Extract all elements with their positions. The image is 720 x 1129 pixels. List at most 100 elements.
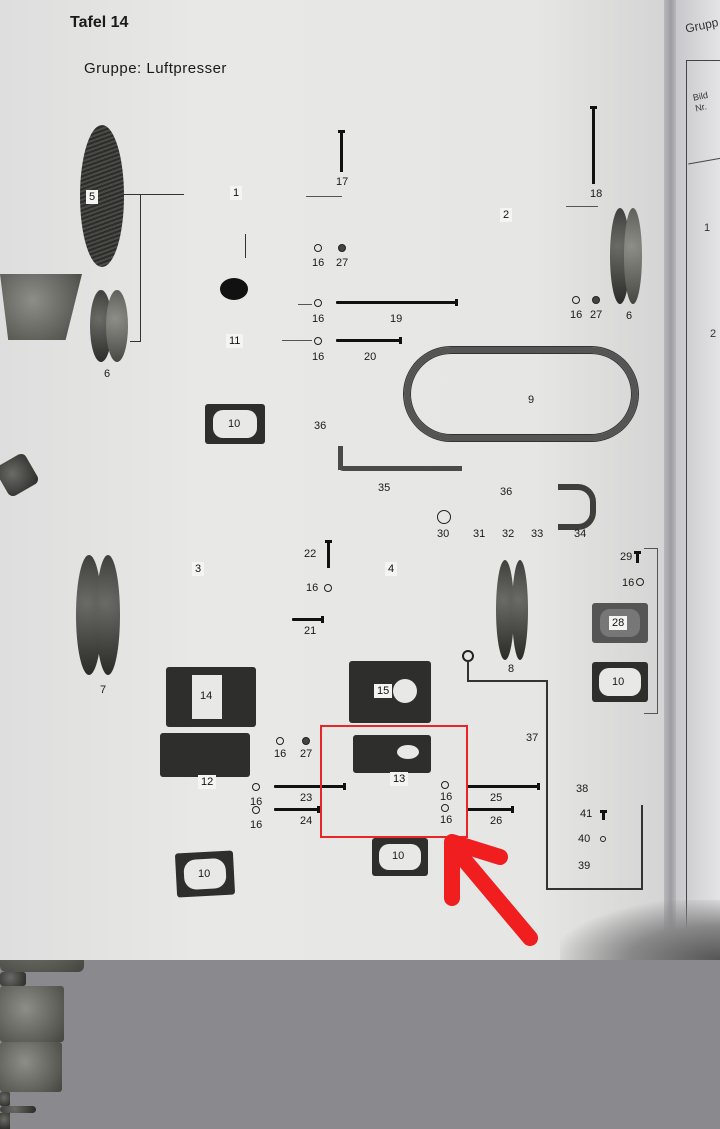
part-label-38: 38 xyxy=(576,783,589,795)
nut-27 xyxy=(302,737,310,745)
bolt-20 xyxy=(336,337,402,344)
part-label-16: 16 xyxy=(306,582,319,594)
part-label-19: 19 xyxy=(390,313,403,325)
clamp-38 xyxy=(0,1106,36,1113)
part-label-25: 25 xyxy=(490,792,503,804)
washer-16 xyxy=(314,244,322,252)
part-label-8: 8 xyxy=(508,663,515,675)
part-label-37: 37 xyxy=(526,732,539,744)
adapter-12-body xyxy=(0,986,64,1042)
pulley-6-right xyxy=(624,208,642,304)
part-label-27: 27 xyxy=(300,748,313,760)
part-label-34: 34 xyxy=(574,528,587,540)
part-label-10: 10 xyxy=(228,418,241,430)
part-label-14: 14 xyxy=(200,690,213,702)
adapter-13-plate xyxy=(353,735,431,773)
bolt-19 xyxy=(336,299,458,306)
gasket-10 xyxy=(205,404,265,444)
part-label-9: 9 xyxy=(528,394,535,406)
part-label-30: 30 xyxy=(437,528,450,540)
gasket-14 xyxy=(166,667,256,727)
part-label-10: 10 xyxy=(392,850,405,862)
bolt-24 xyxy=(274,806,320,813)
group-label: Gruppe: Luftpresser xyxy=(84,60,227,77)
oil-line-37 xyxy=(641,805,643,890)
part-label-36: 36 xyxy=(314,420,327,432)
seal-ring-30 xyxy=(437,510,451,524)
gasket-10 xyxy=(592,662,648,702)
part-label-16: 16 xyxy=(440,814,453,826)
clip-39 xyxy=(0,1113,10,1129)
part-label-29: 29 xyxy=(620,551,633,563)
bolt-17 xyxy=(338,130,345,172)
part-label-18: 18 xyxy=(590,188,603,200)
adapter-13-body xyxy=(0,1042,62,1092)
connector-line xyxy=(124,194,184,195)
part-label-27: 27 xyxy=(336,257,349,269)
part-label-16: 16 xyxy=(274,748,287,760)
part-label-41: 41 xyxy=(580,808,593,820)
highlight-box-part-13 xyxy=(320,725,468,838)
v-belt-9 xyxy=(404,347,638,441)
part-label-4: 4 xyxy=(385,562,398,576)
washer-16 xyxy=(324,584,332,592)
bracket-line xyxy=(657,548,658,714)
part-label-26: 26 xyxy=(490,815,503,827)
bolt-22 xyxy=(325,540,332,568)
part-label-16: 16 xyxy=(312,257,325,269)
screw-29 xyxy=(634,551,641,563)
next-page-row-number: 1 xyxy=(704,222,711,234)
bolt-23 xyxy=(274,783,346,790)
washer-16 xyxy=(252,806,260,814)
connector-line xyxy=(140,194,141,342)
hose-34 xyxy=(558,484,596,530)
bolt-21 xyxy=(292,616,324,623)
bolt-26 xyxy=(466,806,514,813)
nut-27 xyxy=(338,244,346,252)
washer-16 xyxy=(252,783,260,791)
part-label-10: 10 xyxy=(612,676,625,688)
pipe-35 xyxy=(338,466,462,471)
connector-line xyxy=(566,206,598,207)
page-title: Tafel 14 xyxy=(70,14,129,31)
washer-16 xyxy=(572,296,580,304)
pulley-8-right xyxy=(512,560,528,660)
bolt-25 xyxy=(466,783,540,790)
oil-line-37 xyxy=(546,888,642,890)
bolt-18 xyxy=(590,106,597,184)
next-page: Grupp Bild Nr. 1 2 xyxy=(676,0,720,960)
part-label-40: 40 xyxy=(578,833,591,845)
washer-40 xyxy=(600,836,606,842)
part-label-13: 13 xyxy=(390,772,409,786)
connector-line xyxy=(306,196,342,197)
oil-line-37 xyxy=(546,680,548,890)
part-label-39: 39 xyxy=(578,860,591,872)
part-label-22: 22 xyxy=(304,548,317,560)
part-label-23: 23 xyxy=(300,792,313,804)
washer-16 xyxy=(441,804,449,812)
pulley-7-right xyxy=(96,555,120,675)
connector-line xyxy=(130,341,141,342)
part-label-16: 16 xyxy=(250,796,263,808)
compressor-shaft xyxy=(0,972,26,986)
next-page-row-number: 2 xyxy=(710,328,717,340)
part-label-32: 32 xyxy=(502,528,515,540)
part-label-7: 7 xyxy=(100,684,107,696)
part-label-33: 33 xyxy=(531,528,544,540)
bracket-line xyxy=(644,548,657,549)
part-label-16: 16 xyxy=(312,313,325,325)
connector-line xyxy=(245,234,246,258)
part-label-1: 1 xyxy=(230,186,243,200)
connector-line xyxy=(298,304,312,305)
part-label-2: 2 xyxy=(500,208,513,222)
nut-27 xyxy=(592,296,600,304)
next-page-table xyxy=(686,60,720,960)
oil-line-fitting xyxy=(0,1092,10,1106)
part-label-35: 35 xyxy=(378,482,391,494)
part-label-27: 27 xyxy=(590,309,603,321)
bracket-line xyxy=(644,713,657,714)
part-label-10: 10 xyxy=(198,868,211,880)
gasket-10 xyxy=(372,838,428,876)
part-label-6: 6 xyxy=(104,368,111,380)
part-label-15: 15 xyxy=(374,684,393,698)
